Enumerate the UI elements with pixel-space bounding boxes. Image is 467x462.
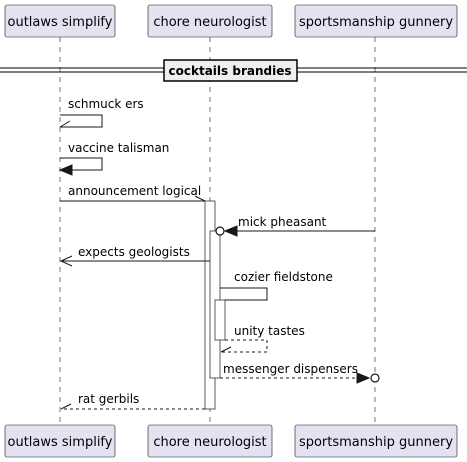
message-label: expects geologists bbox=[78, 245, 190, 259]
participant-top-outlaws-simplify[interactable]: outlaws simplify bbox=[4, 4, 116, 38]
message-mick-pheasant: mick pheasant bbox=[215, 215, 375, 237]
message-expects-geologists: expects geologists bbox=[59, 245, 210, 267]
circle-end-icon bbox=[370, 373, 380, 383]
participant-bottom-chore-neurologist[interactable]: chore neurologist bbox=[147, 424, 273, 458]
participant-label: chore neurologist bbox=[153, 435, 266, 450]
message-label: mick pheasant bbox=[238, 215, 327, 229]
message-label: unity tastes bbox=[234, 324, 305, 338]
participant-label: outlaws simplify bbox=[8, 435, 113, 450]
message-rat-gerbils: rat gerbils bbox=[60, 392, 205, 410]
message-messenger-dispensers: messenger dispensers bbox=[220, 362, 380, 384]
message-schmuck-ers: schmuck ers bbox=[59, 97, 144, 128]
message-vaccine-talisman: vaccine talisman bbox=[58, 141, 169, 176]
participant-bottom-outlaws-simplify[interactable]: outlaws simplify bbox=[4, 424, 116, 458]
participant-label: sportsmanship gunnery bbox=[299, 435, 453, 450]
participant-bottom-sportsmanship-gunnery[interactable]: sportsmanship gunnery bbox=[294, 424, 458, 458]
message-label: messenger dispensers bbox=[223, 362, 358, 376]
participant-label: chore neurologist bbox=[153, 15, 266, 30]
message-announcement-logical: announcement logical bbox=[60, 184, 206, 202]
circle-end-icon bbox=[215, 226, 225, 236]
participant-top-chore-neurologist[interactable]: chore neurologist bbox=[147, 4, 273, 38]
participant-label: outlaws simplify bbox=[8, 15, 113, 30]
message-label: vaccine talisman bbox=[68, 141, 169, 155]
message-unity-tastes: unity tastes bbox=[220, 324, 305, 353]
section-divider: cocktails brandies bbox=[0, 59, 467, 82]
message-label: cozier fieldstone bbox=[234, 270, 333, 284]
message-label: announcement logical bbox=[68, 184, 201, 198]
participant-label: sportsmanship gunnery bbox=[299, 15, 453, 30]
activation-bar-nested-2 bbox=[214, 299, 226, 341]
participant-top-sportsmanship-gunnery[interactable]: sportsmanship gunnery bbox=[294, 4, 458, 38]
message-cozier-fieldstone: cozier fieldstone bbox=[220, 270, 333, 301]
divider-label: cocktails brandies bbox=[169, 64, 292, 78]
message-label: rat gerbils bbox=[78, 392, 139, 406]
message-label: schmuck ers bbox=[68, 97, 144, 111]
